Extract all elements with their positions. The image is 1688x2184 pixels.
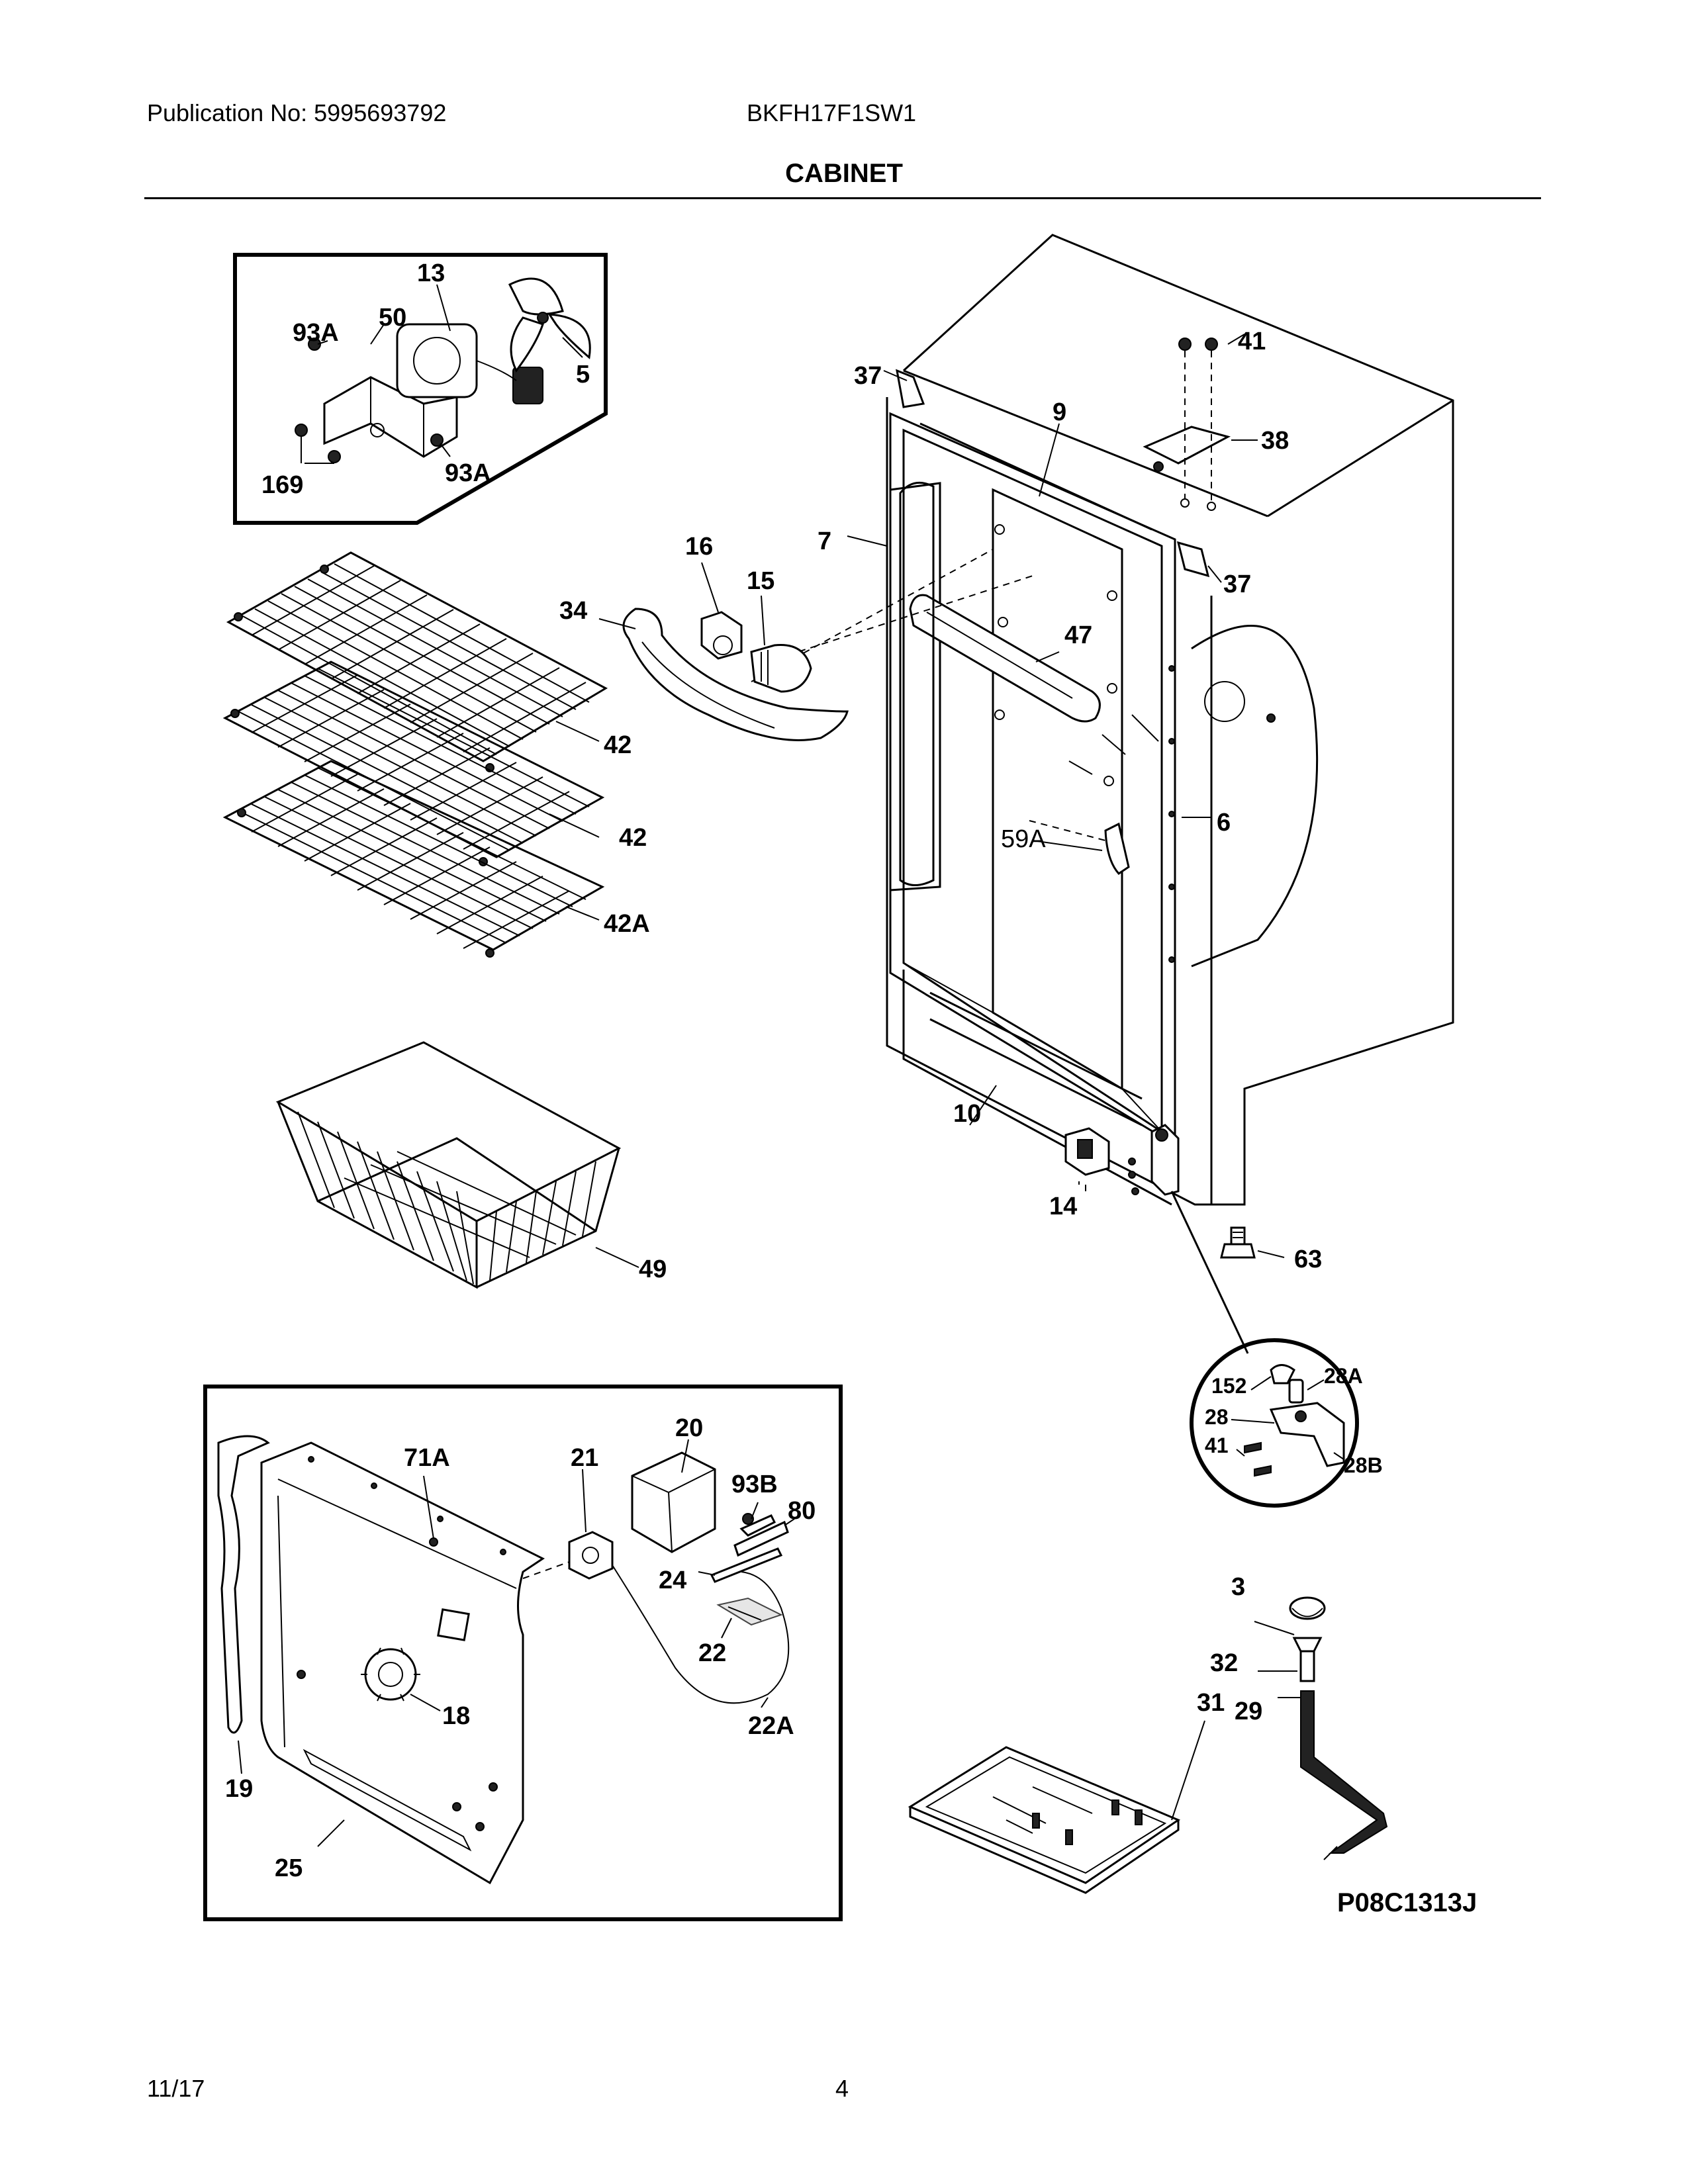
callout-15: 15 xyxy=(747,567,774,595)
page-number: 4 xyxy=(835,2075,849,2102)
callout-49: 49 xyxy=(639,1255,667,1283)
publication-number: Publication No: 5995693792 xyxy=(147,99,447,126)
callout-20: 20 xyxy=(675,1414,703,1442)
callout-28: 28 xyxy=(1205,1405,1229,1429)
fan-motor-inset: 13 93A 50 5 169 93A xyxy=(233,253,608,525)
callout-10: 10 xyxy=(953,1100,981,1128)
callout-152: 152 xyxy=(1211,1374,1246,1398)
callout-13: 13 xyxy=(417,259,445,287)
callout-6: 6 xyxy=(1217,809,1231,837)
callout-16: 16 xyxy=(685,533,713,561)
cabinet: 37 9 41 38 7 37 47 6 59A 10 xyxy=(751,234,1454,1206)
callout-41: 41 xyxy=(1238,328,1266,355)
callout-19: 19 xyxy=(225,1775,253,1803)
callout-50: 50 xyxy=(379,304,406,332)
callout-93a: 93A xyxy=(293,319,339,347)
callout-34: 34 xyxy=(559,597,587,625)
page-title: CABINET xyxy=(785,159,903,188)
callout-22a: 22A xyxy=(748,1712,794,1740)
callout-3: 3 xyxy=(1231,1573,1245,1601)
callout-7: 7 xyxy=(818,527,831,555)
callout-18: 18 xyxy=(442,1702,470,1730)
callout-41-hinge: 41 xyxy=(1205,1433,1229,1457)
callout-25: 25 xyxy=(275,1854,303,1882)
control-inset: 20 71A 21 93B 80 24 22 18 22A 19 25 xyxy=(203,1385,843,1921)
callout-31: 31 xyxy=(1197,1689,1225,1717)
callout-29: 29 xyxy=(1235,1698,1262,1725)
callout-5: 5 xyxy=(576,361,590,388)
callout-42-lower: 42 xyxy=(619,824,647,852)
header-rule xyxy=(144,197,1541,199)
callout-28b: 28B xyxy=(1344,1453,1383,1477)
callout-80: 80 xyxy=(788,1497,816,1525)
callout-9: 9 xyxy=(1053,398,1066,426)
light-assembly: 16 15 34 xyxy=(559,533,849,741)
callout-28a: 28A xyxy=(1324,1364,1363,1388)
shelf-top xyxy=(226,551,608,772)
hinge-detail: 152 28A 28 41 28B xyxy=(1190,1338,1383,1508)
footer-date: 11/17 xyxy=(147,2075,205,2102)
drain-assembly: 3 32 31 29 xyxy=(908,1573,1388,1894)
callout-22: 22 xyxy=(698,1639,726,1667)
shelf-middle xyxy=(222,660,605,866)
callout-24: 24 xyxy=(659,1567,686,1594)
callout-42a: 42A xyxy=(604,910,650,938)
callout-37-right: 37 xyxy=(1223,570,1251,598)
callout-14: 14 xyxy=(1049,1193,1077,1220)
wire-shelves: 42 42 42A xyxy=(222,551,650,958)
callout-38: 38 xyxy=(1261,427,1289,455)
drawing-code: P08C1313J xyxy=(1337,1888,1477,1917)
callout-63: 63 xyxy=(1294,1246,1322,1273)
callout-42: 42 xyxy=(604,731,632,759)
callout-169: 169 xyxy=(261,471,303,499)
callout-32: 32 xyxy=(1210,1649,1238,1677)
wire-basket: 49 xyxy=(275,1041,667,1289)
lower-hardware: 14 63 xyxy=(1049,1124,1322,1354)
callout-47: 47 xyxy=(1064,621,1092,649)
shelf-lower xyxy=(222,760,605,958)
callout-59a: 59A xyxy=(1001,825,1046,853)
callout-21: 21 xyxy=(571,1444,598,1472)
model-number: BKFH17F1SW1 xyxy=(747,99,917,126)
callout-37: 37 xyxy=(854,362,882,390)
callout-71a: 71A xyxy=(404,1444,450,1472)
callout-93a-lower: 93A xyxy=(445,459,491,487)
callout-93b: 93B xyxy=(731,1471,778,1498)
